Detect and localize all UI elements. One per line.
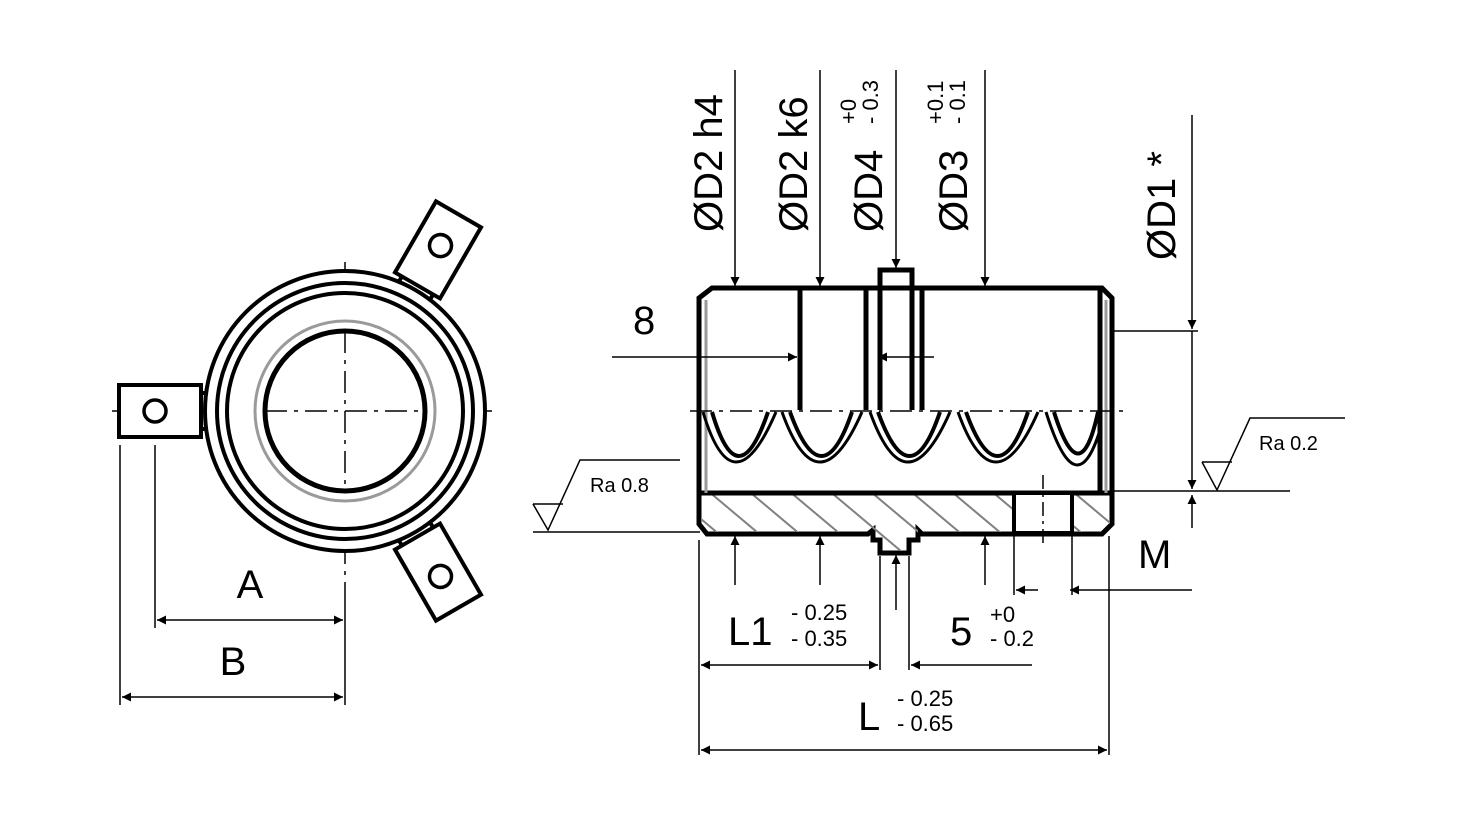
d2-k6-label: ØD2 k6 xyxy=(772,96,816,232)
l1-tol-upper: - 0.25 xyxy=(791,600,847,625)
dimension-m-label: M xyxy=(1138,533,1171,577)
d3-tol-lower: - 0.1 xyxy=(945,80,970,124)
hole-offset-dimension xyxy=(1013,533,1192,595)
d4-label: ØD4 xyxy=(847,150,891,232)
body-ring xyxy=(225,291,465,531)
dimension-m: M xyxy=(1138,331,1197,577)
front-view: A B xyxy=(112,198,492,705)
d4-tol-lower: - 0.3 xyxy=(858,80,883,124)
d3-label: ØD3 xyxy=(932,150,976,232)
dimension-5-tol-upper: +0 xyxy=(990,602,1015,627)
flange-inner-ring xyxy=(215,281,475,541)
diameter-leaders xyxy=(730,70,1198,332)
ra-right-label: Ra 0.2 xyxy=(1259,433,1318,455)
dimension-b: B xyxy=(119,445,343,705)
dimension-8-label: 8 xyxy=(633,299,655,343)
l-tol-upper: - 0.25 xyxy=(897,686,953,711)
thread-arcs xyxy=(701,411,1102,467)
dimension-a: A xyxy=(154,445,346,705)
section-hatching xyxy=(702,493,1110,551)
ra-left-label: Ra 0.8 xyxy=(590,475,649,497)
d4-tol-upper: +0 xyxy=(836,99,861,124)
bottom-leaders xyxy=(730,536,990,610)
l-label: L xyxy=(858,695,880,739)
d2-h4-label: ØD2 h4 xyxy=(687,94,731,232)
dimension-8: 8 xyxy=(612,299,934,362)
side-view: ØD2 h4 ØD2 k6 ØD4 +0 - 0.3 ØD3 +0.1 - 0.… xyxy=(532,70,1345,755)
bore-thread-ring xyxy=(253,319,437,503)
roughness-ra-0-2: Ra 0.2 xyxy=(1112,417,1345,492)
extension-lines xyxy=(698,536,1110,755)
d1-label: ØD1 * xyxy=(1140,151,1184,260)
dimension-a-label: A xyxy=(237,563,264,607)
l-tol-lower: - 0.65 xyxy=(897,711,953,736)
l1-tol-lower: - 0.35 xyxy=(791,626,847,651)
dimension-b-label: B xyxy=(220,640,247,684)
dimension-l1: L1 - 0.25 - 0.35 xyxy=(701,600,878,670)
dimension-5-label: 5 xyxy=(950,610,972,654)
dimension-5: 5 +0 - 0.2 xyxy=(911,602,1034,670)
l1-label: L1 xyxy=(728,610,773,654)
dimension-5-tol-lower: - 0.2 xyxy=(990,626,1034,651)
d3-tol-upper: +0.1 xyxy=(923,81,948,124)
roughness-ra-0-8: Ra 0.8 xyxy=(532,459,700,533)
dimension-l: L - 0.25 - 0.65 xyxy=(701,686,1107,755)
